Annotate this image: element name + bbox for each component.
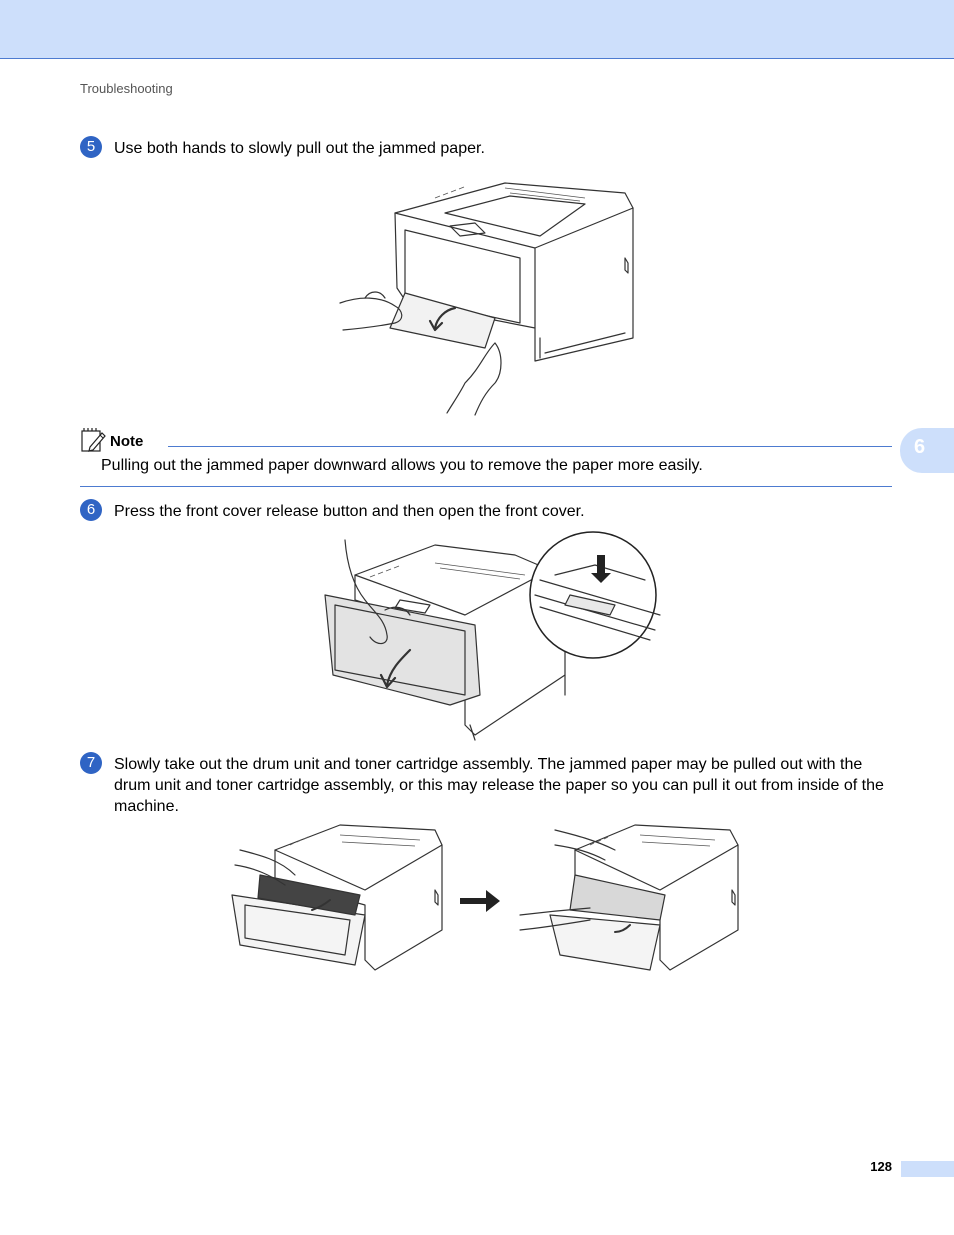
printer-paper-jam-illustration bbox=[335, 178, 640, 423]
step-number: 6 bbox=[80, 499, 102, 521]
note-divider-bottom bbox=[80, 486, 892, 487]
note-pencil-icon bbox=[80, 427, 106, 453]
header-band bbox=[0, 0, 954, 59]
chapter-number: 6 bbox=[914, 436, 926, 458]
step-text: Press the front cover release button and… bbox=[114, 503, 585, 520]
step-number: 5 bbox=[80, 136, 102, 158]
note-divider-top bbox=[168, 446, 892, 447]
arrow-right-icon bbox=[460, 888, 502, 919]
pull-jammed-paper-illustration bbox=[519, 820, 745, 980]
note-label: Note bbox=[110, 433, 144, 450]
page-number-bar bbox=[901, 1161, 954, 1177]
breadcrumb: Troubleshooting bbox=[80, 81, 173, 96]
page-number: 128 bbox=[870, 1159, 892, 1174]
remove-drum-unit-illustration bbox=[230, 820, 445, 980]
open-front-cover-illustration bbox=[315, 531, 661, 745]
step-text: Slowly take out the drum unit and toner … bbox=[114, 756, 884, 815]
note-block: Note Pulling out the jammed paper downwa… bbox=[80, 427, 892, 489]
step-number: 7 bbox=[80, 752, 102, 774]
note-text: Pulling out the jammed paper downward al… bbox=[101, 457, 703, 474]
step-text: Use both hands to slowly pull out the ja… bbox=[114, 140, 485, 157]
chapter-tab: 6 bbox=[900, 428, 954, 473]
